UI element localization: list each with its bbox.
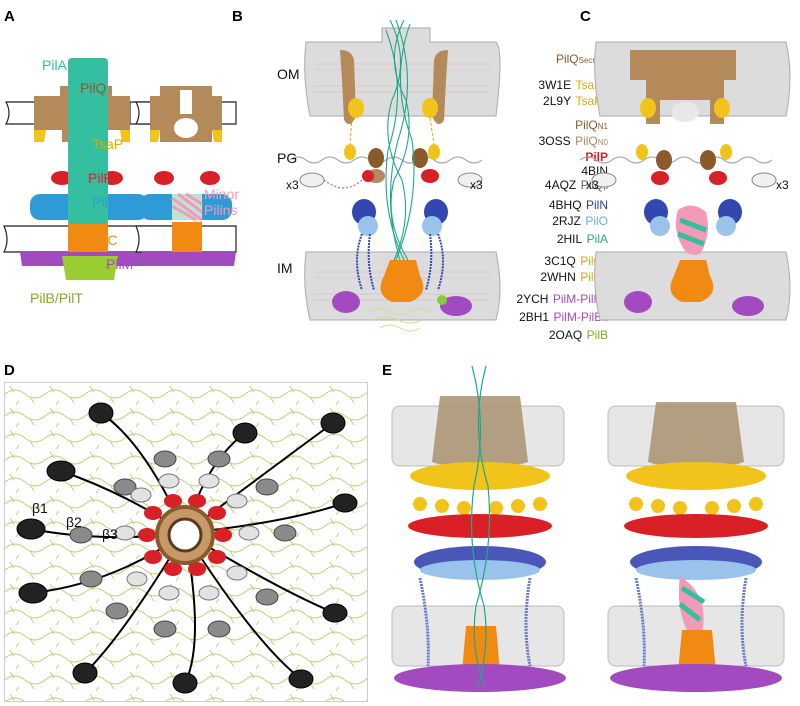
label-pilc: PilC bbox=[92, 232, 118, 248]
protein-name: PilO bbox=[585, 214, 608, 228]
callout-2rjz: 2RJZ PilO bbox=[508, 212, 608, 230]
panel-label-b: B bbox=[232, 8, 243, 25]
callout-2hil: 2HIL PilA bbox=[508, 230, 608, 248]
label-pilbt: PilB/PilT bbox=[30, 290, 83, 306]
label-pilm: PilM bbox=[106, 256, 134, 272]
label-x3-right: x3 bbox=[470, 178, 483, 192]
label-c-x3-left: x3 bbox=[586, 178, 599, 192]
label-pilno: PilN&PilO bbox=[92, 194, 154, 210]
panel-e-right-model bbox=[607, 402, 785, 692]
callout-2oaq: 2OAQ PilB bbox=[500, 326, 608, 344]
protein-name: PilA bbox=[586, 232, 608, 246]
label-tsap: TsaP bbox=[92, 136, 124, 152]
panel-d-topview bbox=[4, 382, 368, 702]
panel-b-model bbox=[289, 20, 501, 332]
pdb-code: 3W1E bbox=[538, 78, 572, 92]
callout-3oss: 3OSS PilQN0 bbox=[508, 132, 608, 150]
protein-name: PilP bbox=[585, 150, 608, 164]
callout-pilq-n1: PilQN1 bbox=[508, 116, 608, 134]
protein-name: PilN bbox=[585, 198, 608, 212]
protein-sub: N0 bbox=[597, 138, 608, 147]
label-x3-left: x3 bbox=[286, 178, 299, 192]
panel-a-empty-machine bbox=[134, 86, 237, 266]
panel-label-a: A bbox=[4, 8, 15, 25]
callout-sub: Secretin bbox=[578, 56, 608, 65]
pdb-code: 2BH1 bbox=[519, 310, 550, 324]
label-c-x3-right: x3 bbox=[776, 178, 789, 192]
callout-name: PilQ bbox=[555, 52, 579, 66]
protein-name: PilM-PilB bbox=[553, 310, 603, 324]
pdb-code: 3OSS bbox=[538, 134, 571, 148]
callout-pilq-secretin: PilQSecretin bbox=[508, 52, 608, 66]
pdb-code: 2YCH bbox=[516, 292, 549, 306]
protein-name: PilM-PilN bbox=[552, 292, 603, 306]
panel-c-model bbox=[579, 41, 791, 321]
pdb-code: 2HIL bbox=[556, 232, 583, 246]
pdb-code: 2OAQ bbox=[548, 328, 583, 342]
label-beta3: β3 bbox=[102, 526, 118, 542]
label-om: OM bbox=[277, 66, 300, 82]
protein-name: PilQ bbox=[575, 118, 598, 132]
panel-label-d: D bbox=[4, 362, 15, 379]
protein-sub: N1 bbox=[597, 122, 608, 131]
panel-a-full-machine bbox=[3, 58, 184, 280]
pila-filament-b bbox=[385, 20, 415, 261]
label-pilp: PilP bbox=[88, 170, 113, 186]
protein-name: PilB bbox=[586, 328, 608, 342]
panel-label-c: C bbox=[580, 8, 591, 25]
panel-e-left-model bbox=[391, 366, 566, 692]
label-beta1: β1 bbox=[32, 500, 48, 516]
label-pilins: Pilins bbox=[204, 202, 238, 218]
callout-2l9y: 2L9Y TsaPN bbox=[508, 92, 608, 110]
panel-a-schematic bbox=[3, 58, 237, 280]
panel-e-3d-models bbox=[391, 366, 785, 692]
label-im: IM bbox=[277, 260, 293, 276]
callout-4bhq: 4BHQ PilN bbox=[508, 196, 608, 214]
pdb-code: 2WHN bbox=[540, 270, 576, 284]
callout-pilp: PilP bbox=[508, 148, 608, 166]
pdb-code: 4BHQ bbox=[548, 198, 582, 212]
pila-filament bbox=[68, 58, 108, 224]
pdb-code: 2L9Y bbox=[543, 94, 572, 108]
pg-mesh bbox=[5, 383, 367, 701]
label-beta2: β2 bbox=[66, 514, 82, 530]
label-pilq: PilQ bbox=[80, 80, 107, 96]
protein-name: PilQ bbox=[575, 134, 598, 148]
label-pila: PilA bbox=[42, 57, 67, 73]
pdb-code: 4AQZ bbox=[544, 178, 577, 192]
pdb-code: 3C1Q bbox=[544, 254, 576, 268]
label-minor: Minor bbox=[204, 186, 240, 202]
pdb-code: 2RJZ bbox=[552, 214, 581, 228]
label-pg: PG bbox=[277, 150, 298, 166]
protein-name: TsaP bbox=[575, 94, 603, 108]
panel-label-e: E bbox=[382, 362, 393, 379]
